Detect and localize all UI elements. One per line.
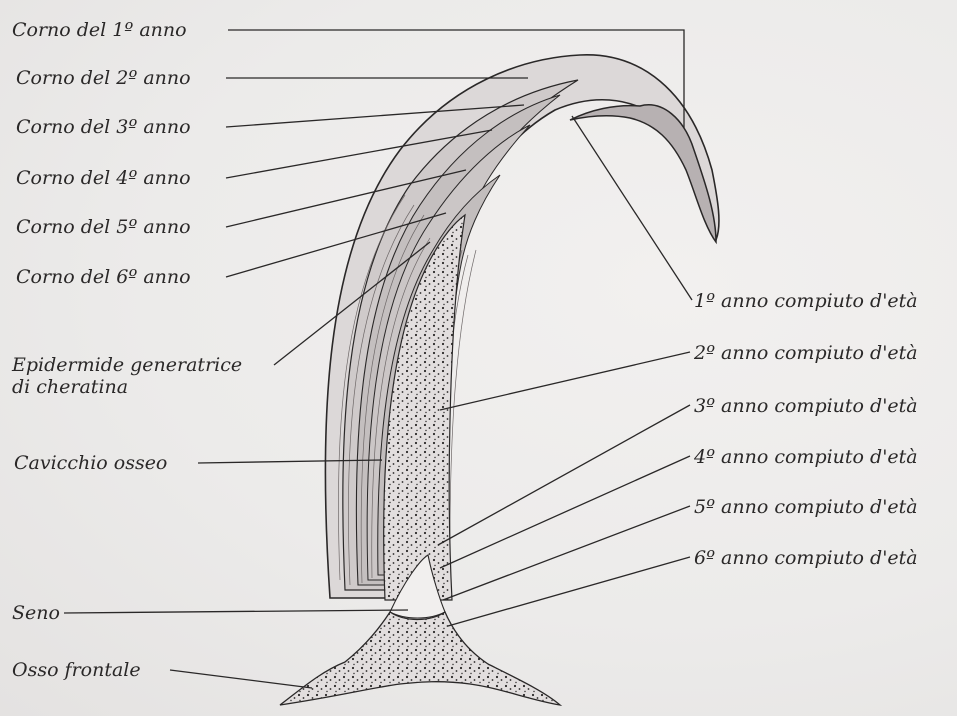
label-age-year-2: 2º anno compiuto d'età	[694, 342, 918, 364]
leader-6-year-age	[448, 557, 690, 626]
label-age-year-5: 5º anno compiuto d'età	[694, 496, 918, 518]
label-horn-year-4: Corno del 4º anno	[16, 167, 191, 189]
label-age-year-6: 6º anno compiuto d'età	[694, 547, 918, 569]
label-bone-core: Cavicchio osseo	[14, 452, 167, 474]
label-age-year-3: 3º anno compiuto d'età	[694, 395, 918, 417]
leader-sinus	[64, 610, 408, 613]
leader-4-year-age	[440, 456, 690, 568]
label-epidermis-line1: Epidermide generatrice	[12, 354, 292, 376]
label-horn-year-3: Corno del 3º anno	[16, 116, 191, 138]
frontal-bone	[280, 612, 560, 705]
label-frontal-bone: Osso frontale	[12, 659, 141, 681]
leader-5-year-age	[443, 506, 690, 600]
label-horn-year-6: Corno del 6º anno	[16, 266, 191, 288]
label-age-year-1: 1º anno compiuto d'età	[694, 290, 918, 312]
label-epidermis: Epidermide generatrice di cheratina	[12, 354, 292, 398]
leader-frontal-bone	[170, 670, 312, 688]
label-horn-year-1: Corno del 1º anno	[12, 19, 187, 41]
leader-2-year-age	[440, 352, 690, 410]
label-epidermis-line2: di cheratina	[12, 376, 292, 398]
leader-3-year-age	[438, 405, 690, 545]
label-horn-year-2: Corno del 2º anno	[16, 67, 191, 89]
label-age-year-4: 4º anno compiuto d'età	[694, 446, 918, 468]
label-sinus: Seno	[12, 602, 60, 624]
label-horn-year-5: Corno del 5º anno	[16, 216, 191, 238]
